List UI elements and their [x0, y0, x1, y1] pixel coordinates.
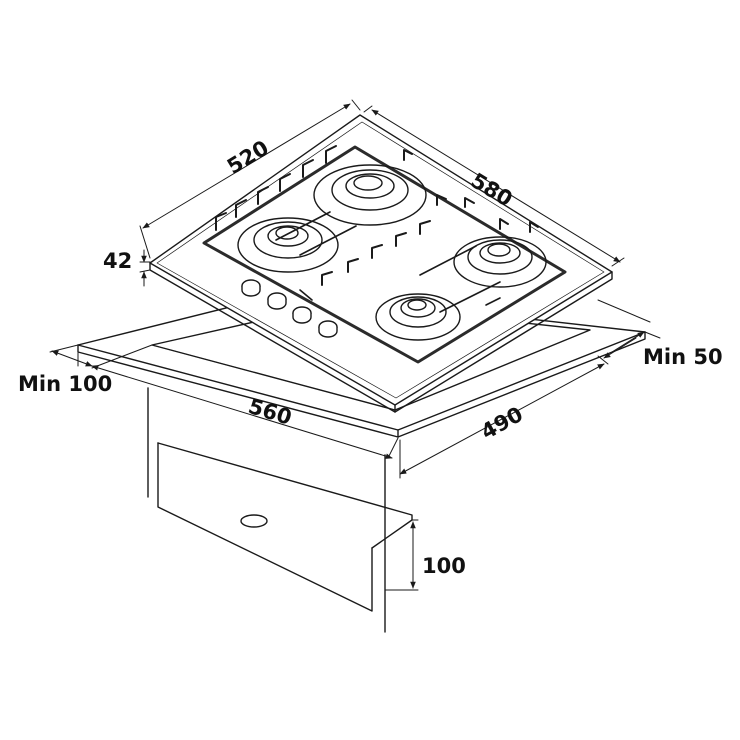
label-hob-height: 42 [103, 249, 133, 273]
dimension-line-min-100 [49, 344, 153, 369]
dimension-line-560 [77, 352, 399, 459]
label-clearance-side: Min 50 [643, 345, 723, 369]
drawer-handle-icon [240, 514, 268, 528]
knob-icon [292, 306, 312, 324]
knob-icon [267, 292, 287, 310]
dimension-line-490 [399, 355, 609, 479]
dimension-line-min-50 [597, 299, 661, 359]
knob-icon [318, 320, 338, 338]
dimension-line-100 [384, 519, 419, 591]
drawer [157, 442, 413, 612]
control-knobs [241, 279, 338, 338]
dimension-line-580 [363, 105, 625, 267]
label-drawer-gap: 100 [422, 554, 466, 578]
dimension-line-42 [139, 249, 151, 287]
knob-icon [241, 279, 261, 297]
dimension-line-520 [139, 99, 361, 259]
label-clearance-front: Min 100 [18, 372, 113, 396]
burner-front [375, 293, 461, 341]
